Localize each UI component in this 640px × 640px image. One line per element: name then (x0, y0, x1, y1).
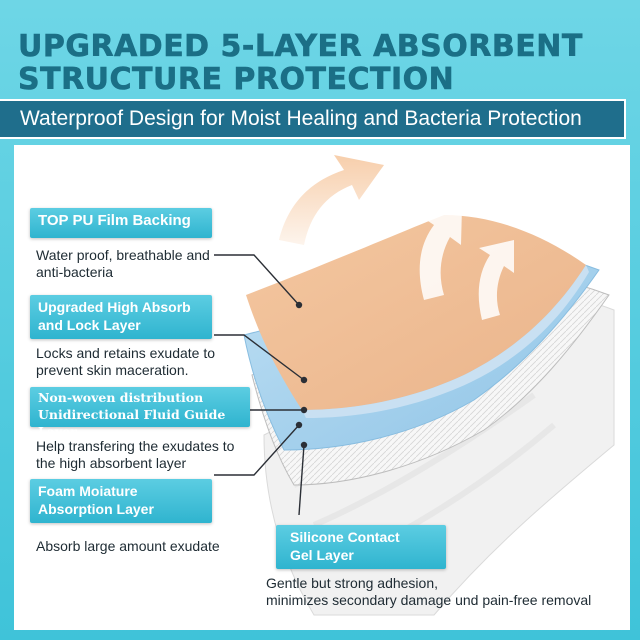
label-foam: Foam Moiature Absorption Layer (30, 479, 212, 523)
label-text: Unidirectional Fluid Guide Layer (38, 407, 226, 439)
desc-silicone: Gentle but strong adhesion, minimizes se… (266, 575, 591, 609)
arrow-middle (419, 207, 462, 300)
label-high-absorb: Upgraded High Absorb and Lock Layer (30, 295, 212, 339)
desc-line: anti-bacteria (36, 264, 114, 280)
label-text: Absorption Layer (38, 501, 154, 517)
label-text: Upgraded High Absorb (38, 299, 191, 315)
illustration-card: TOP PU Film Backing Water proof, breatha… (14, 145, 630, 630)
label-text: Gel Layer (290, 547, 354, 563)
headline-line-1: UPGRADED 5-LAYER ABSORBENT (18, 29, 583, 64)
desc-high-absorb: Locks and retains exudate to prevent ski… (36, 345, 215, 379)
label-top-pu-film: TOP PU Film Backing (30, 208, 212, 238)
headline: UPGRADED 5-LAYER ABSORBENT STRUCTURE PRO… (18, 29, 628, 97)
desc-line: Gentle but strong adhesion, (266, 575, 439, 591)
desc-line: minimizes secondary damage und pain-free… (266, 592, 592, 608)
label-text: Foam Moiature (38, 483, 138, 499)
desc-line: prevent skin maceration. (36, 362, 189, 378)
label-silicone: Silicone Contact Gel Layer (276, 525, 446, 569)
film-edge (302, 265, 589, 418)
label-text: TOP PU Film Backing (38, 212, 191, 229)
label-text: Non-woven distribution (38, 390, 204, 405)
desc-line: Water proof, breathable and (36, 247, 210, 263)
label-text: Silicone Contact (290, 529, 400, 545)
label-text: and Lock Layer (38, 317, 141, 333)
arrow-right (478, 240, 514, 320)
label-nonwoven: Non-woven distribution Unidirectional Fl… (30, 387, 250, 439)
arrow-left (279, 155, 384, 245)
desc-foam: Absorb large amount exudate (36, 538, 220, 555)
desc-line: Absorb large amount exudate (36, 538, 220, 554)
subtitle-text: Waterproof Design for Moist Healing and … (20, 107, 582, 130)
subtitle-banner: Waterproof Design for Moist Healing and … (0, 99, 626, 139)
desc-line: Locks and retains exudate to (36, 345, 216, 361)
desc-line: Help transfering the exudates to (36, 438, 235, 454)
desc-line: the high absorbent layer (36, 455, 187, 471)
desc-nonwoven: Help transfering the exudates to the hig… (36, 438, 234, 472)
headline-line-2: STRUCTURE PROTECTION (18, 62, 455, 97)
desc-top-pu-film: Water proof, breathable and anti-bacteri… (36, 247, 210, 281)
